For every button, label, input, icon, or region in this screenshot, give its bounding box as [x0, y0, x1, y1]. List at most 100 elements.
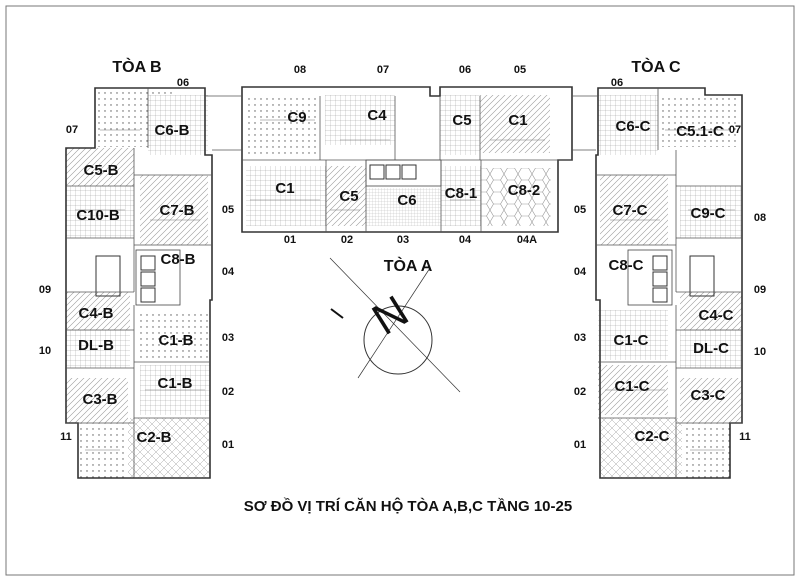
- page-frame: [5, 5, 795, 576]
- apt-c6-fill: [366, 188, 441, 226]
- apt-c3-c-fill: [680, 378, 742, 423]
- apt-c6-c-fill: [598, 95, 658, 155]
- apartment-label-c1-c: C1-C: [613, 332, 648, 349]
- unit-number-02: 02: [341, 234, 353, 246]
- apt-c5-top-fill: [440, 95, 480, 155]
- unit-number-02: 02: [222, 386, 234, 398]
- apartment-label-c6-b: C6-B: [154, 122, 189, 139]
- unit-number-05: 05: [222, 204, 234, 216]
- apt-c5-b-fill: [66, 148, 134, 186]
- apt-dl-b-fill: [66, 330, 130, 368]
- apartment-label-c8-2: C8-2: [508, 182, 541, 199]
- apt-c2-c-fill: [600, 418, 682, 478]
- apartment-label-c1-b: C1-B: [158, 332, 193, 349]
- unit-number-05: 05: [514, 64, 526, 76]
- unit-number-04: 04: [459, 234, 472, 246]
- apartment-label-c3-c: C3-C: [690, 387, 725, 404]
- apt-c5-bottom-fill: [326, 166, 366, 226]
- unit-number-07: 07: [66, 124, 78, 136]
- unit-number-08: 08: [294, 64, 306, 76]
- unit-number-04a: 04A: [517, 234, 537, 246]
- apt-c1-bottom-fill: [246, 166, 326, 226]
- apartment-label-c8-b: C8-B: [160, 251, 195, 268]
- apartment-label-c1-b: C1-B: [157, 375, 192, 392]
- tower-c-title: TÒA C: [631, 57, 681, 76]
- labels: SƠ ĐỒ VỊ TRÍ CĂN HỘ TÒA A,B,C TẦNG 10-25…: [39, 57, 766, 515]
- apartment-label-c5-b: C5-B: [83, 162, 118, 179]
- tower-b-title: TÒA B: [112, 57, 161, 76]
- unit-number-04: 04: [574, 266, 587, 278]
- unit-number-11: 11: [60, 431, 72, 443]
- unit-number-03: 03: [222, 332, 234, 344]
- apartment-label-dl-c: DL-C: [693, 340, 729, 357]
- apt-c1-c-top-fill: [598, 310, 668, 360]
- unit-number-04: 04: [222, 266, 235, 278]
- walkways: [205, 95, 598, 151]
- compass: N: [329, 257, 461, 393]
- unit-number-07: 07: [729, 124, 741, 136]
- apt-c8-2-fill: [481, 168, 551, 226]
- apt-dl-c-fill: [680, 330, 742, 368]
- apt-c1-top-fill: [480, 95, 550, 153]
- diagram-title: SƠ ĐỒ VỊ TRÍ CĂN HỘ TÒA A,B,C TẦNG 10-25: [244, 497, 572, 515]
- unit-number-03: 03: [397, 234, 409, 246]
- unit-number-03: 03: [574, 332, 586, 344]
- unit-number-01: 01: [574, 439, 586, 451]
- apartment-label-c7-b: C7-B: [159, 202, 194, 219]
- unit-number-06: 06: [459, 64, 471, 76]
- apartment-label-c1: C1: [275, 180, 294, 197]
- apartment-label-c1: C1: [508, 112, 527, 129]
- apartment-label-c4-b: C4-B: [78, 305, 113, 322]
- apt-c4-b-fill: [66, 292, 130, 330]
- apartment-label-c9: C9: [287, 109, 306, 126]
- apt-c5-1-c-fill: [658, 95, 738, 147]
- apartment-label-c3-b: C3-B: [82, 391, 117, 408]
- apt-c7-b-fill: [140, 175, 208, 245]
- apartment-label-c5-1-c: C5.1-C: [676, 123, 724, 140]
- apartment-label-c6: C6: [397, 192, 416, 209]
- unit-number-10: 10: [39, 345, 51, 357]
- unit-number-06: 06: [177, 77, 189, 89]
- tower-a-title: TÒA A: [384, 256, 433, 275]
- apartment-label-dl-b: DL-B: [78, 337, 114, 354]
- unit-number-05: 05: [574, 204, 586, 216]
- apt-c9-c-fill: [680, 186, 742, 238]
- unit-number-11: 11: [739, 431, 751, 443]
- apartment-label-c8-c: C8-C: [608, 257, 643, 274]
- unit-number-09: 09: [754, 284, 766, 296]
- unit-number-01: 01: [284, 234, 296, 246]
- apt-c3-b-fill: [66, 378, 128, 423]
- apt-c2-b-fill: [128, 418, 210, 478]
- apartment-label-c4-c: C4-C: [698, 307, 733, 324]
- apartment-label-c5: C5: [452, 112, 471, 129]
- apartment-label-c4: C4: [367, 107, 387, 124]
- apt-c10-b-fill: [66, 186, 134, 238]
- apartment-label-c7-c: C7-C: [612, 202, 647, 219]
- apartment-label-c8-1: C8-1: [445, 185, 478, 202]
- apartment-label-c5: C5: [339, 188, 358, 205]
- apartment-label-c1-c: C1-C: [614, 378, 649, 395]
- apartment-label-c9-c: C9-C: [690, 205, 725, 222]
- unit-number-02: 02: [574, 386, 586, 398]
- unit-number-08: 08: [754, 212, 766, 224]
- tower-b: [65, 87, 213, 479]
- tower-a: [241, 86, 573, 233]
- apartment-label-c2-c: C2-C: [634, 428, 669, 445]
- unit-number-09: 09: [39, 284, 51, 296]
- apt-c1-b-top-fill: [140, 310, 210, 360]
- apartment-label-c10-b: C10-B: [76, 207, 120, 224]
- apt-c4-c-fill: [680, 292, 742, 330]
- tower-c: [595, 87, 743, 479]
- unit-number-07: 07: [377, 64, 389, 76]
- apt-c7-c-fill: [600, 175, 668, 245]
- compass-north-letter: N: [364, 286, 417, 344]
- unit-number-01: 01: [222, 439, 234, 451]
- apt-c8-1-fill: [441, 166, 481, 226]
- unit-number-10: 10: [754, 346, 766, 358]
- apartment-label-c2-b: C2-B: [136, 429, 171, 446]
- apt-c9-fill: [245, 98, 320, 158]
- unit-number-06: 06: [611, 77, 623, 89]
- apt-c4-fill: [325, 95, 395, 145]
